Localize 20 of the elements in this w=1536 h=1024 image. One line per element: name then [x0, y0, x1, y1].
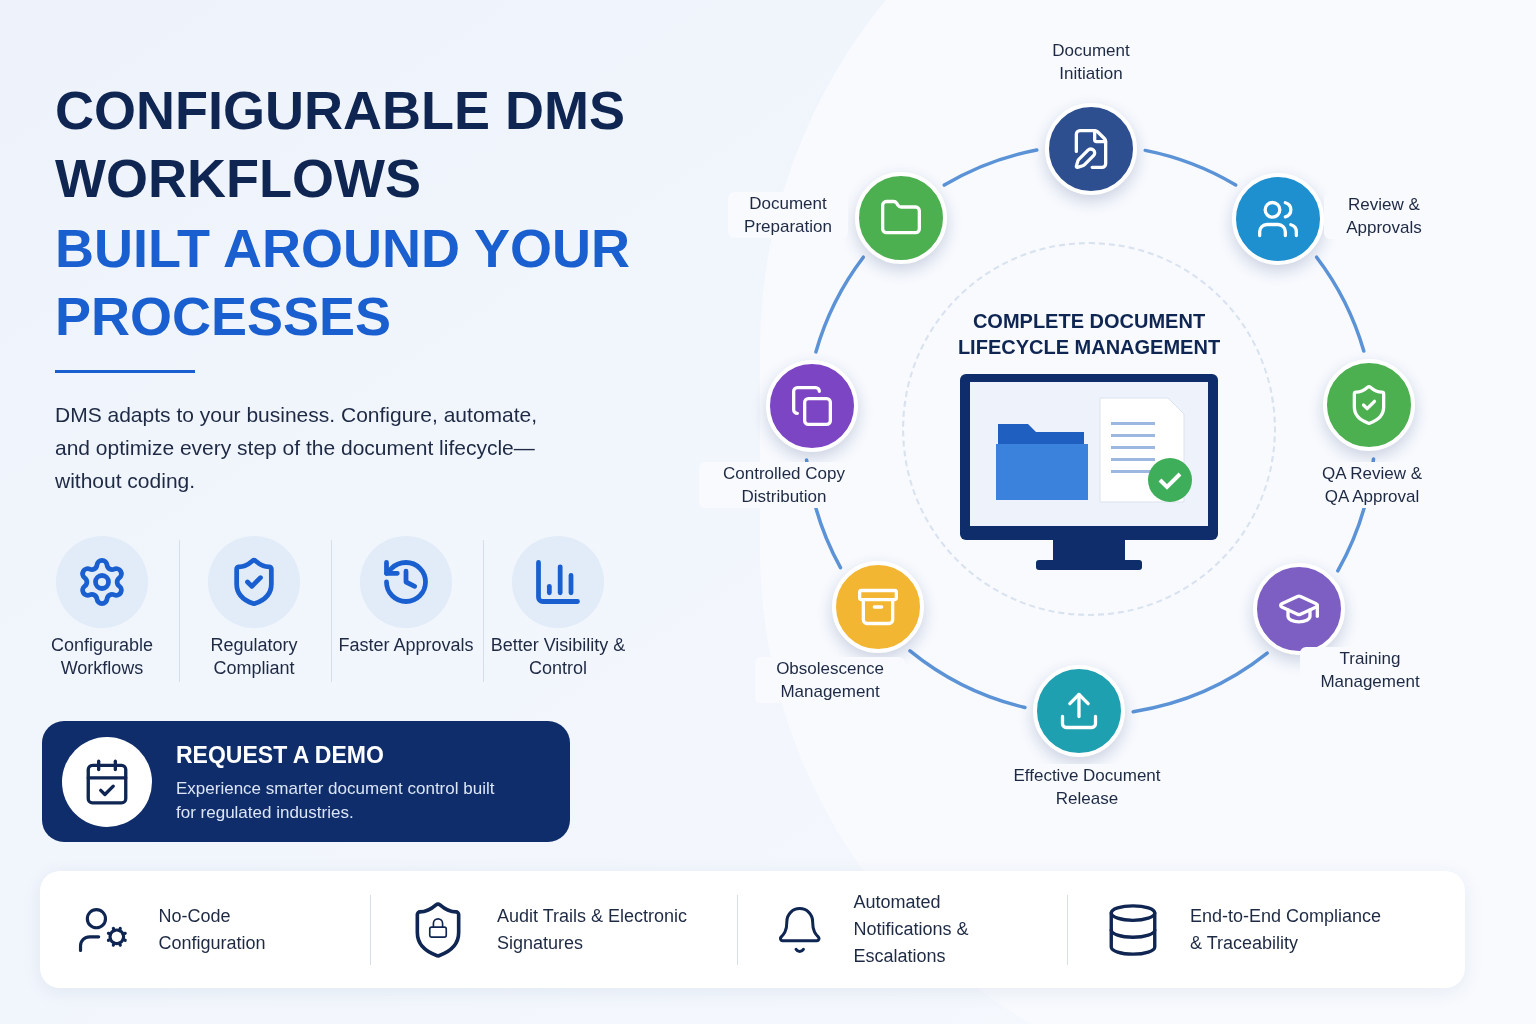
title: CONFIGURABLE DMS WORKFLOWS [55, 79, 626, 210]
description: DMS adapts to your business. Configure, automate, and optimize every step of the document lifecycle—without coding. [55, 402, 539, 494]
demo-banner [42, 721, 570, 842]
feature-text: Audit Trails & Electronic Signatures [497, 904, 689, 955]
center-title: COMPLETE DOCUMENT LIFECYCLE MANAGEMENT [956, 309, 1222, 360]
connector-arc [1143, 148, 1238, 187]
feature-label: Better Visibility & Control [489, 634, 627, 680]
connector-arc [814, 255, 866, 354]
feature-label: Regulatory Compliant [209, 634, 299, 680]
banner-heading: REQUEST A DEMO [176, 741, 385, 771]
banner-text: Experience smarter document control built for regulated industries. [176, 777, 496, 824]
feature-text: End-to-End Compliance & Traceability [1190, 904, 1383, 955]
connector-arc [942, 148, 1039, 187]
feature-label: Faster Approvals [337, 634, 475, 657]
feature-text: No-Code Configuration [158, 904, 267, 955]
feature-label: Configurable Workflows [49, 634, 155, 680]
features-panel [40, 871, 1465, 988]
subtitle: BUILT AROUND YOUR PROCESSES [55, 217, 631, 348]
connector-arc [1314, 255, 1366, 353]
feature-text: Automated Notifications & Escalations [853, 891, 970, 968]
